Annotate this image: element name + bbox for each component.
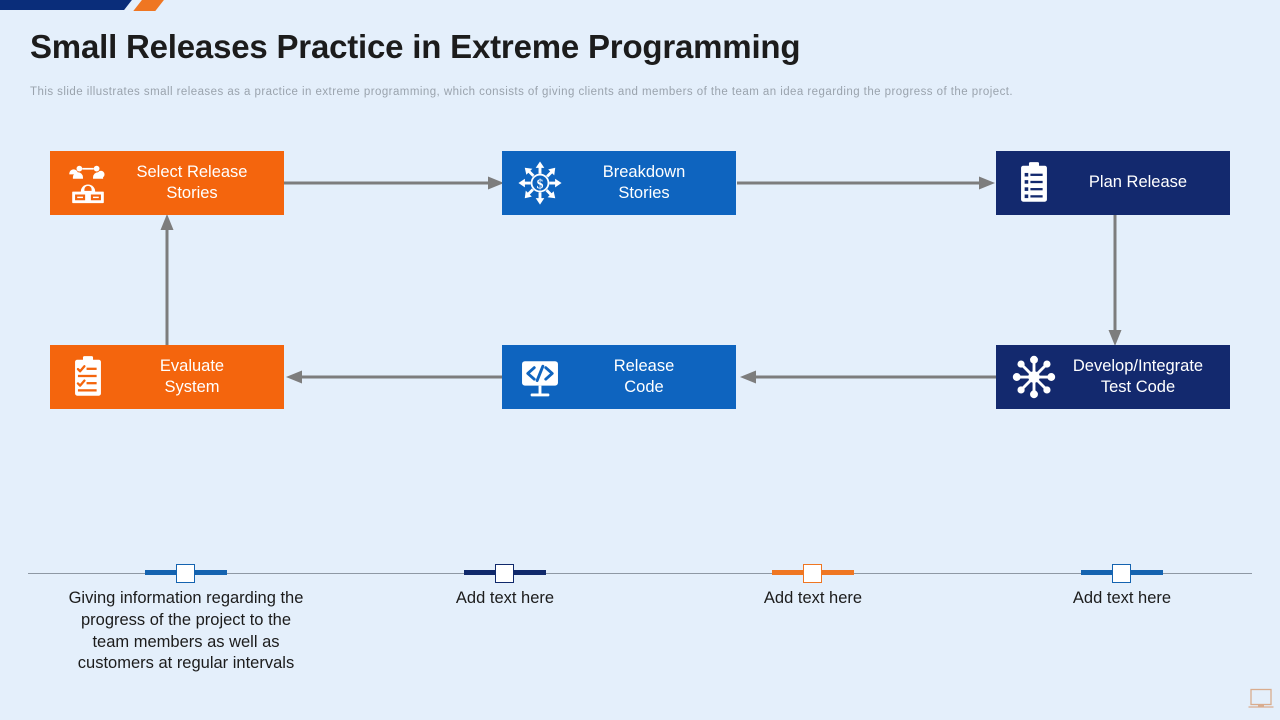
process-box-plan-release[interactable]: Plan Release bbox=[996, 151, 1230, 215]
process-box-label: Breakdown Stories bbox=[602, 162, 686, 202]
corner-ribbon-decoration bbox=[0, 0, 150, 10]
timeline-label: Add text here bbox=[455, 589, 555, 607]
team-network-icon bbox=[60, 155, 116, 211]
process-box-select-release-stories[interactable]: Select Release Stories bbox=[50, 151, 284, 215]
timeline-marker-square[interactable] bbox=[803, 564, 822, 583]
dollar-distribution-icon: $ bbox=[512, 155, 568, 211]
process-box-release-code[interactable]: Release Code bbox=[502, 345, 736, 409]
page-subtitle: This slide illustrates small releases as… bbox=[30, 86, 1014, 98]
network-hub-icon bbox=[1006, 349, 1062, 405]
timeline-axis bbox=[28, 573, 1252, 574]
arrow-breakdown-to-plan bbox=[737, 172, 995, 194]
timeline-label: Add text here bbox=[763, 589, 863, 607]
code-monitor-icon bbox=[512, 349, 568, 405]
timeline-label: Add text here bbox=[1072, 589, 1172, 607]
timeline-marker-square[interactable] bbox=[176, 564, 195, 583]
process-box-label: Develop/Integrate Test Code bbox=[1072, 356, 1204, 396]
timeline-marker-square[interactable] bbox=[495, 564, 514, 583]
arrow-plan-to-develop bbox=[1104, 214, 1126, 346]
arrow-release-to-evaluate bbox=[286, 366, 504, 388]
process-box-label: Release Code bbox=[613, 356, 675, 396]
process-box-develop-integrate-test-code[interactable]: Develop/Integrate Test Code bbox=[996, 345, 1230, 409]
timeline-marker-square[interactable] bbox=[1112, 564, 1131, 583]
arrow-evaluate-to-select bbox=[156, 214, 178, 346]
process-box-label: Plan Release bbox=[1088, 173, 1188, 192]
svg-text:$: $ bbox=[537, 176, 544, 191]
page-title: Small Releases Practice in Extreme Progr… bbox=[30, 28, 801, 65]
clipboard-check-icon bbox=[60, 349, 116, 405]
process-box-breakdown-stories[interactable]: $ Breakdown Stories bbox=[502, 151, 736, 215]
process-box-label: Select Release Stories bbox=[136, 162, 248, 202]
timeline-label: Giving information regarding the progres… bbox=[68, 589, 304, 673]
process-box-evaluate-system[interactable]: Evaluate System bbox=[50, 345, 284, 409]
arrow-select-to-breakdown bbox=[284, 172, 504, 194]
arrow-develop-to-release bbox=[740, 366, 996, 388]
process-box-label: Evaluate System bbox=[159, 356, 225, 396]
laptop-icon bbox=[1248, 688, 1274, 710]
clipboard-list-icon bbox=[1006, 155, 1062, 211]
